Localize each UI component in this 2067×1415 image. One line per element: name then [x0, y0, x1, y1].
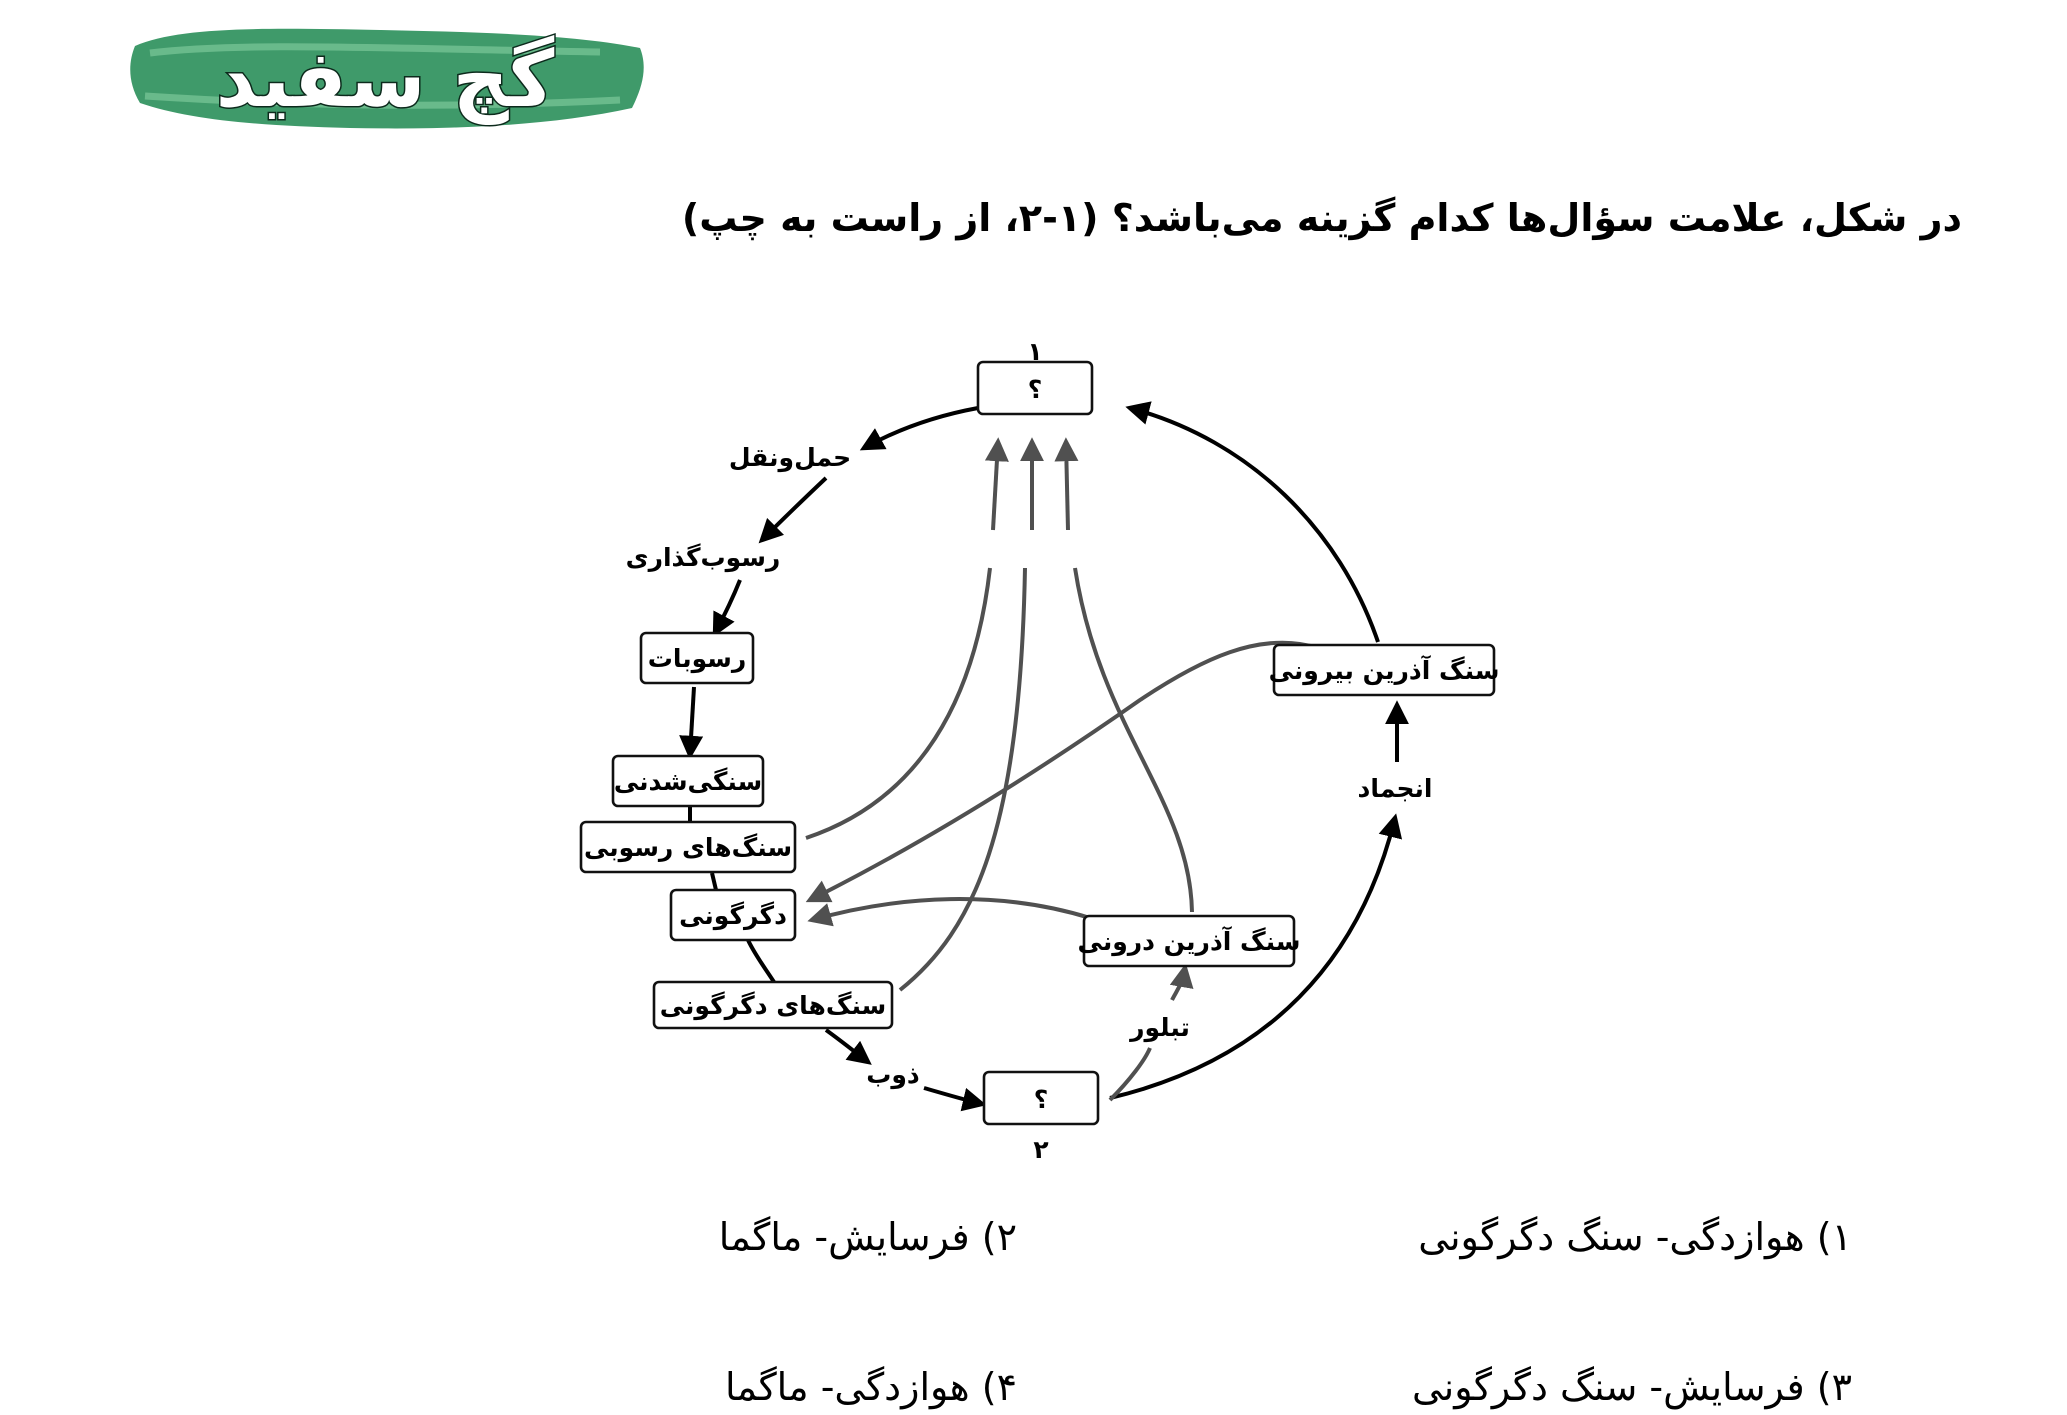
- node-sediments-label: رسوبات: [648, 644, 747, 674]
- option-1[interactable]: ۱) هوازدگی- سنگ دگرگونی: [1418, 1215, 1852, 1259]
- arrow-extrusive-to-q1: [1125, 401, 1380, 643]
- node-sedimentary-rocks: سنگ‌های رسوبی: [579, 820, 797, 874]
- arrow-q2-to-solidification: [1109, 813, 1403, 1100]
- node-extrusive-igneous: سنگ آذرین بیرونی: [1269, 643, 1500, 697]
- arrow-transport-to-deposition: [758, 476, 828, 544]
- node-metamorphism-label: دگرگونی: [679, 901, 787, 931]
- node-q2: ؟: [982, 1070, 1100, 1126]
- node-intrusive-igneous: سنگ آذرین درونی: [1078, 914, 1301, 968]
- arrow-q1-to-transport: [859, 406, 979, 451]
- arrow-sediments-to-lithification: [679, 686, 704, 760]
- arrow-melting-to-q2: [923, 1086, 987, 1112]
- arrowhead-intrusive-to-q1: [1054, 437, 1079, 531]
- arrow-sedimentary-to-q1: [805, 567, 992, 840]
- brand-logo: گچ سفید: [130, 28, 644, 129]
- edge-label-melting: ذوب: [866, 1060, 920, 1090]
- arrow-metamorphism-to-metamorphic: [746, 939, 776, 984]
- arrow-intrusive-to-q1: [1073, 567, 1194, 913]
- option-3[interactable]: ۳) فرسایش- سنگ دگرگونی: [1411, 1365, 1852, 1409]
- question-text: در شکل، علامت سؤال‌ها کدام گزینه می‌باشد…: [681, 196, 1962, 240]
- node-lithification-label: سنگی‌شدنی: [614, 767, 762, 796]
- line-sedimentary-to-metamorphism: [710, 872, 718, 891]
- node-q1-label: ؟: [1028, 375, 1043, 404]
- option-4[interactable]: ۴) هوازدگی- ماگما: [725, 1365, 1017, 1409]
- arrow-metamorphic-to-q1: [898, 567, 1027, 992]
- arrowhead-sedimentary-to-q1: [984, 437, 1009, 531]
- edge-label-deposition: رسوب‌گذاری: [626, 543, 781, 573]
- node-q2-number: ۲: [1033, 1135, 1048, 1164]
- arrow-deposition-to-sediments: [712, 579, 742, 638]
- node-metamorphic-rocks: سنگ‌های دگرگونی: [652, 980, 894, 1030]
- arrow-extrusive-to-metamorphism: [805, 640, 1319, 903]
- edge-label-transport: حمل‌ونقل: [729, 443, 851, 473]
- logo-text: گچ سفید: [216, 35, 555, 125]
- arrow-metamorphic-to-melting: [824, 1028, 872, 1065]
- node-q1-number: ۱: [1027, 337, 1042, 366]
- node-metamorphism: دگرگونی: [669, 888, 797, 942]
- node-extrusive-igneous-label: سنگ آذرین بیرونی: [1269, 655, 1500, 686]
- node-intrusive-igneous-label: سنگ آذرین درونی: [1078, 926, 1301, 957]
- node-sediments: رسوبات: [639, 631, 755, 685]
- node-lithification: سنگی‌شدنی: [611, 754, 765, 808]
- arrow-q2-to-crystallization: [1108, 1047, 1152, 1102]
- arrow-crystallization-to-intrusive: [1169, 963, 1194, 1001]
- edge-label-crystallization: تبلور: [1128, 1013, 1190, 1043]
- node-q2-label: ؟: [1034, 1085, 1049, 1114]
- edge-label-solidification: انجماد: [1358, 774, 1433, 803]
- node-sedimentary-rocks-label: سنگ‌های رسوبی: [584, 833, 792, 863]
- node-q1: ؟: [976, 360, 1094, 416]
- arrow-intrusive-to-metamorphism: [807, 897, 1091, 927]
- node-metamorphic-rocks-label: سنگ‌های دگرگونی: [660, 991, 887, 1021]
- option-2[interactable]: ۲) فرسایش- ماگما: [718, 1215, 1017, 1259]
